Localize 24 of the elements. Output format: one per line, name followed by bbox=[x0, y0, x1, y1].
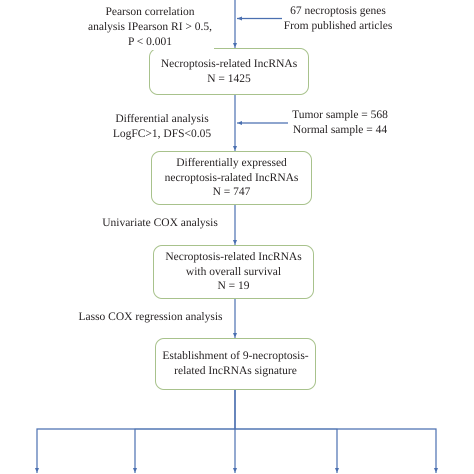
arrow bbox=[233, 95, 237, 151]
arrow bbox=[233, 299, 237, 338]
arrow bbox=[234, 390, 438, 473]
arrow bbox=[237, 16, 282, 20]
edge-label: Pearson correlation analysis IPearson RI > 0.5, P < 0.001 bbox=[86, 5, 214, 50]
edge-label: Differential analysis LogFC>1, DFS<0.05 bbox=[112, 112, 212, 142]
node-text: Necroptosis-related IncRNAs bbox=[160, 56, 298, 72]
input-note: Tumor sample = 568 Normal sample = 44 bbox=[291, 108, 389, 138]
node-text: N = 19 bbox=[217, 279, 250, 294]
node-text: N = 1425 bbox=[207, 72, 251, 86]
node-text: N = 747 bbox=[212, 185, 250, 200]
process-box bbox=[151, 151, 312, 205]
process-box bbox=[153, 245, 314, 299]
edge-label: Univariate COX analysis bbox=[100, 216, 220, 231]
arrow bbox=[237, 121, 288, 125]
arrow bbox=[233, 205, 237, 245]
node-text: Necroptosis-related IncRNAs with overall survival bbox=[164, 250, 303, 280]
node-text: Differentially expressed necroptosis-ralated IncRNAs bbox=[164, 156, 300, 186]
arrow bbox=[233, 0, 237, 48]
input-note: 67 necroptosis genes From published articles bbox=[282, 4, 394, 34]
node-text: Establishment of 9-necroptosis-related IncRNAs signature bbox=[161, 349, 310, 379]
edge-label: Lasso COX regression analysis bbox=[78, 310, 223, 325]
process-box bbox=[149, 48, 309, 95]
process-box bbox=[155, 338, 316, 390]
